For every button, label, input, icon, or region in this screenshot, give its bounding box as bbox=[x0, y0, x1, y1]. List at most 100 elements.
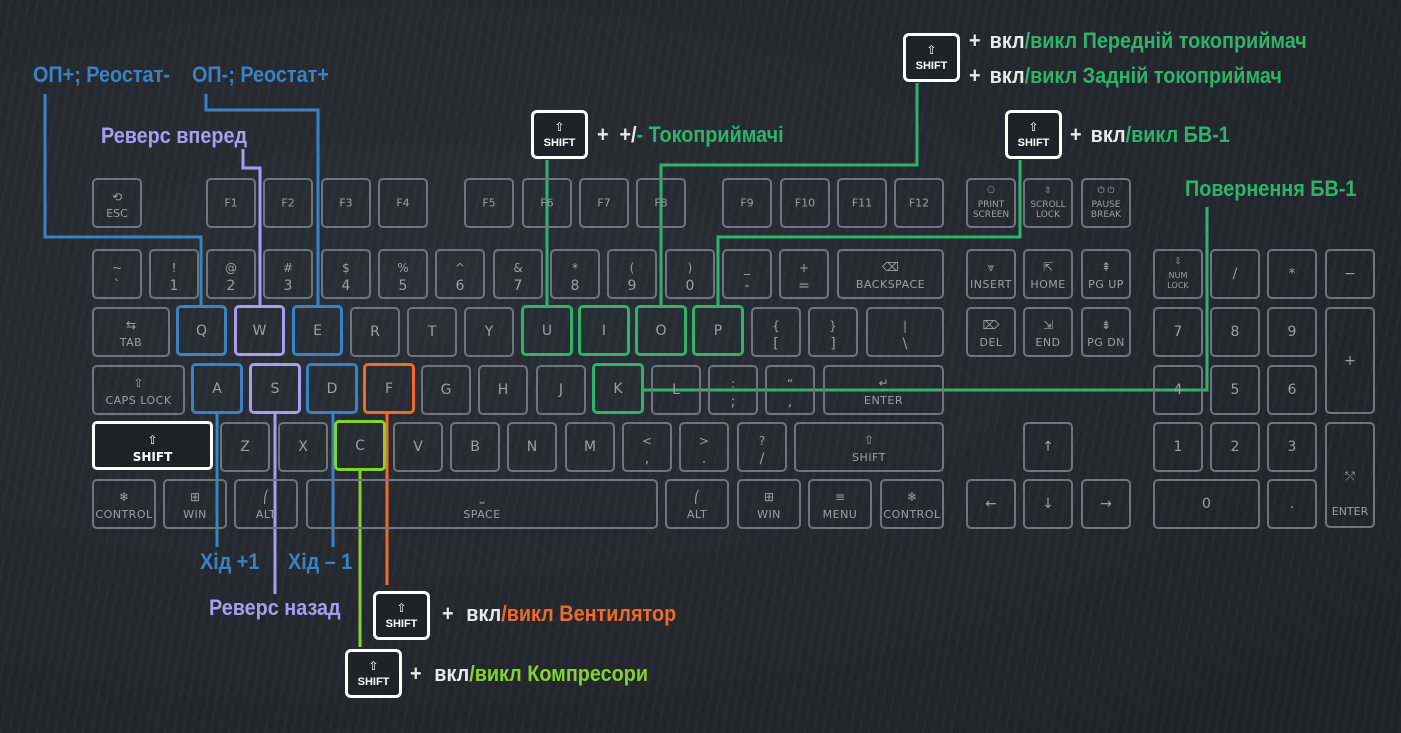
key-f9[interactable]: F9 bbox=[722, 178, 772, 228]
key-backspace[interactable]: ⌫ BACKSPACE bbox=[837, 249, 944, 299]
key-minus[interactable]: _- bbox=[722, 249, 772, 299]
key-r[interactable]: R bbox=[350, 307, 400, 357]
key-arrow-left[interactable]: ← bbox=[966, 479, 1016, 529]
key-a[interactable]: A bbox=[191, 363, 243, 414]
key-tab[interactable]: ⇆ TAB bbox=[92, 307, 170, 357]
key-arrow-up[interactable]: ↑ bbox=[1023, 422, 1073, 472]
key-p[interactable]: P bbox=[692, 305, 744, 356]
key-space[interactable]: ⎵ SPACE bbox=[306, 479, 658, 529]
key-y[interactable]: Y bbox=[464, 307, 514, 357]
key-f1[interactable]: F1 bbox=[206, 178, 256, 228]
key-e[interactable]: E bbox=[292, 305, 343, 356]
key-numpad-9[interactable]: 9 bbox=[1267, 307, 1317, 357]
key-numpad-1[interactable]: 1 bbox=[1153, 422, 1203, 472]
key-numpad-3[interactable]: 3 bbox=[1267, 422, 1317, 472]
key-f10[interactable]: F10 bbox=[780, 178, 830, 228]
key-4[interactable]: $4 bbox=[321, 249, 371, 299]
key-s[interactable]: S bbox=[249, 363, 301, 414]
key-right-shift[interactable]: ⇧ SHIFT bbox=[794, 422, 944, 472]
key-enter[interactable]: ↵ ENTER bbox=[823, 365, 944, 415]
key-f4[interactable]: F4 bbox=[378, 178, 428, 228]
key-x[interactable]: X bbox=[278, 422, 328, 472]
key-end[interactable]: ⇲END bbox=[1023, 307, 1073, 357]
key-c[interactable]: C bbox=[334, 420, 386, 471]
key-right-control[interactable]: ❄ CONTROL bbox=[880, 479, 944, 529]
key-t[interactable]: T bbox=[407, 307, 457, 357]
key-equals[interactable]: += bbox=[779, 249, 829, 299]
key-numpad-8[interactable]: 8 bbox=[1210, 307, 1260, 357]
key-scroll-lock[interactable]: ⇳ SCROLL LOCK bbox=[1023, 178, 1073, 228]
key-f5[interactable]: F5 bbox=[464, 178, 514, 228]
key-numpad-2[interactable]: 2 bbox=[1210, 422, 1260, 472]
key-z[interactable]: Z bbox=[220, 422, 270, 472]
key-0[interactable]: )0 bbox=[665, 249, 715, 299]
key-m[interactable]: M bbox=[565, 422, 615, 472]
key-right-bracket[interactable]: }] bbox=[808, 307, 858, 357]
key-left-win[interactable]: ⊞ WIN bbox=[163, 479, 227, 529]
key-f3[interactable]: F3 bbox=[321, 178, 371, 228]
key-right-alt[interactable]: ⎛ ALT bbox=[665, 479, 729, 529]
key-k[interactable]: K bbox=[592, 363, 644, 414]
key-l[interactable]: L bbox=[651, 365, 701, 415]
key-left-shift[interactable]: ⇧ SHIFT bbox=[92, 421, 213, 470]
key-1[interactable]: !1 bbox=[149, 249, 199, 299]
key-slash[interactable]: ?/ bbox=[737, 422, 787, 472]
key-pg-dn[interactable]: ⇟PG DN bbox=[1081, 307, 1131, 357]
key-f8[interactable]: F8 bbox=[636, 178, 686, 228]
key-menu[interactable]: ≡ MENU bbox=[808, 479, 872, 529]
key-arrow-down[interactable]: ↓ bbox=[1023, 479, 1073, 529]
key-6[interactable]: ^6 bbox=[435, 249, 485, 299]
key-quote[interactable]: “‚ bbox=[765, 365, 815, 415]
key-f11[interactable]: F11 bbox=[837, 178, 887, 228]
key-numpad-star[interactable]: * bbox=[1267, 249, 1317, 299]
key-d[interactable]: D bbox=[306, 363, 358, 414]
key-h[interactable]: H bbox=[478, 365, 528, 415]
key-print-screen[interactable]: ⎔ PRINT SCREEN bbox=[966, 178, 1016, 228]
key-numpad-plus[interactable]: + bbox=[1325, 307, 1375, 414]
key-num-lock[interactable]: ⇩ NUM LOCK bbox=[1153, 249, 1203, 299]
key-backslash[interactable]: |\ bbox=[866, 307, 944, 357]
key-numpad-0[interactable]: 0 bbox=[1153, 479, 1260, 529]
key-insert[interactable]: ⩔INSERT bbox=[966, 249, 1016, 299]
key-g[interactable]: G bbox=[421, 365, 471, 415]
key-pause-break[interactable]: ⏻ ⏻ PAUSE BREAK bbox=[1081, 178, 1131, 228]
key-f[interactable]: F bbox=[363, 363, 415, 414]
key-numpad-dot[interactable]: . bbox=[1267, 479, 1317, 529]
key-n[interactable]: N bbox=[507, 422, 557, 472]
key-v[interactable]: V bbox=[393, 422, 443, 472]
key-numpad-4[interactable]: 4 bbox=[1153, 365, 1203, 415]
key-w[interactable]: W bbox=[234, 305, 285, 356]
key-numpad-5[interactable]: 5 bbox=[1210, 365, 1260, 415]
key-numpad-slash[interactable]: / bbox=[1210, 249, 1260, 299]
key-numpad-6[interactable]: 6 bbox=[1267, 365, 1317, 415]
key-b[interactable]: B bbox=[450, 422, 500, 472]
key-8[interactable]: *8 bbox=[550, 249, 600, 299]
key-u[interactable]: U bbox=[521, 305, 573, 356]
key-del[interactable]: ⌦DEL bbox=[966, 307, 1016, 357]
key-f2[interactable]: F2 bbox=[263, 178, 313, 228]
key-3[interactable]: #3 bbox=[263, 249, 313, 299]
key-numpad-7[interactable]: 7 bbox=[1153, 307, 1203, 357]
key-arrow-right[interactable]: → bbox=[1081, 479, 1131, 529]
key-numpad-enter[interactable]: ⤱ ENTER bbox=[1325, 422, 1375, 528]
key-5[interactable]: %5 bbox=[378, 249, 428, 299]
key-left-bracket[interactable]: {[ bbox=[751, 307, 801, 357]
key-semicolon[interactable]: :; bbox=[708, 365, 758, 415]
key-tilde[interactable]: ~` bbox=[92, 249, 142, 299]
key-left-control[interactable]: ❄ CONTROL bbox=[92, 479, 156, 529]
key-numpad-minus[interactable]: − bbox=[1325, 249, 1375, 299]
key-f7[interactable]: F7 bbox=[579, 178, 629, 228]
key-period[interactable]: >. bbox=[679, 422, 729, 472]
key-9[interactable]: (9 bbox=[607, 249, 657, 299]
key-i[interactable]: I bbox=[578, 305, 630, 356]
key-2[interactable]: @2 bbox=[206, 249, 256, 299]
key-esc[interactable]: ⟲ ESC bbox=[92, 178, 142, 228]
key-left-alt[interactable]: ⎛ ALT bbox=[234, 479, 298, 529]
key-home[interactable]: ⇱HOME bbox=[1023, 249, 1073, 299]
key-f12[interactable]: F12 bbox=[894, 178, 944, 228]
key-7[interactable]: &7 bbox=[493, 249, 543, 299]
key-q[interactable]: Q bbox=[176, 305, 227, 356]
key-comma[interactable]: <, bbox=[622, 422, 672, 472]
key-caps-lock[interactable]: ⇧ CAPS LOCK bbox=[92, 365, 185, 415]
key-f6[interactable]: F6 bbox=[522, 178, 572, 228]
